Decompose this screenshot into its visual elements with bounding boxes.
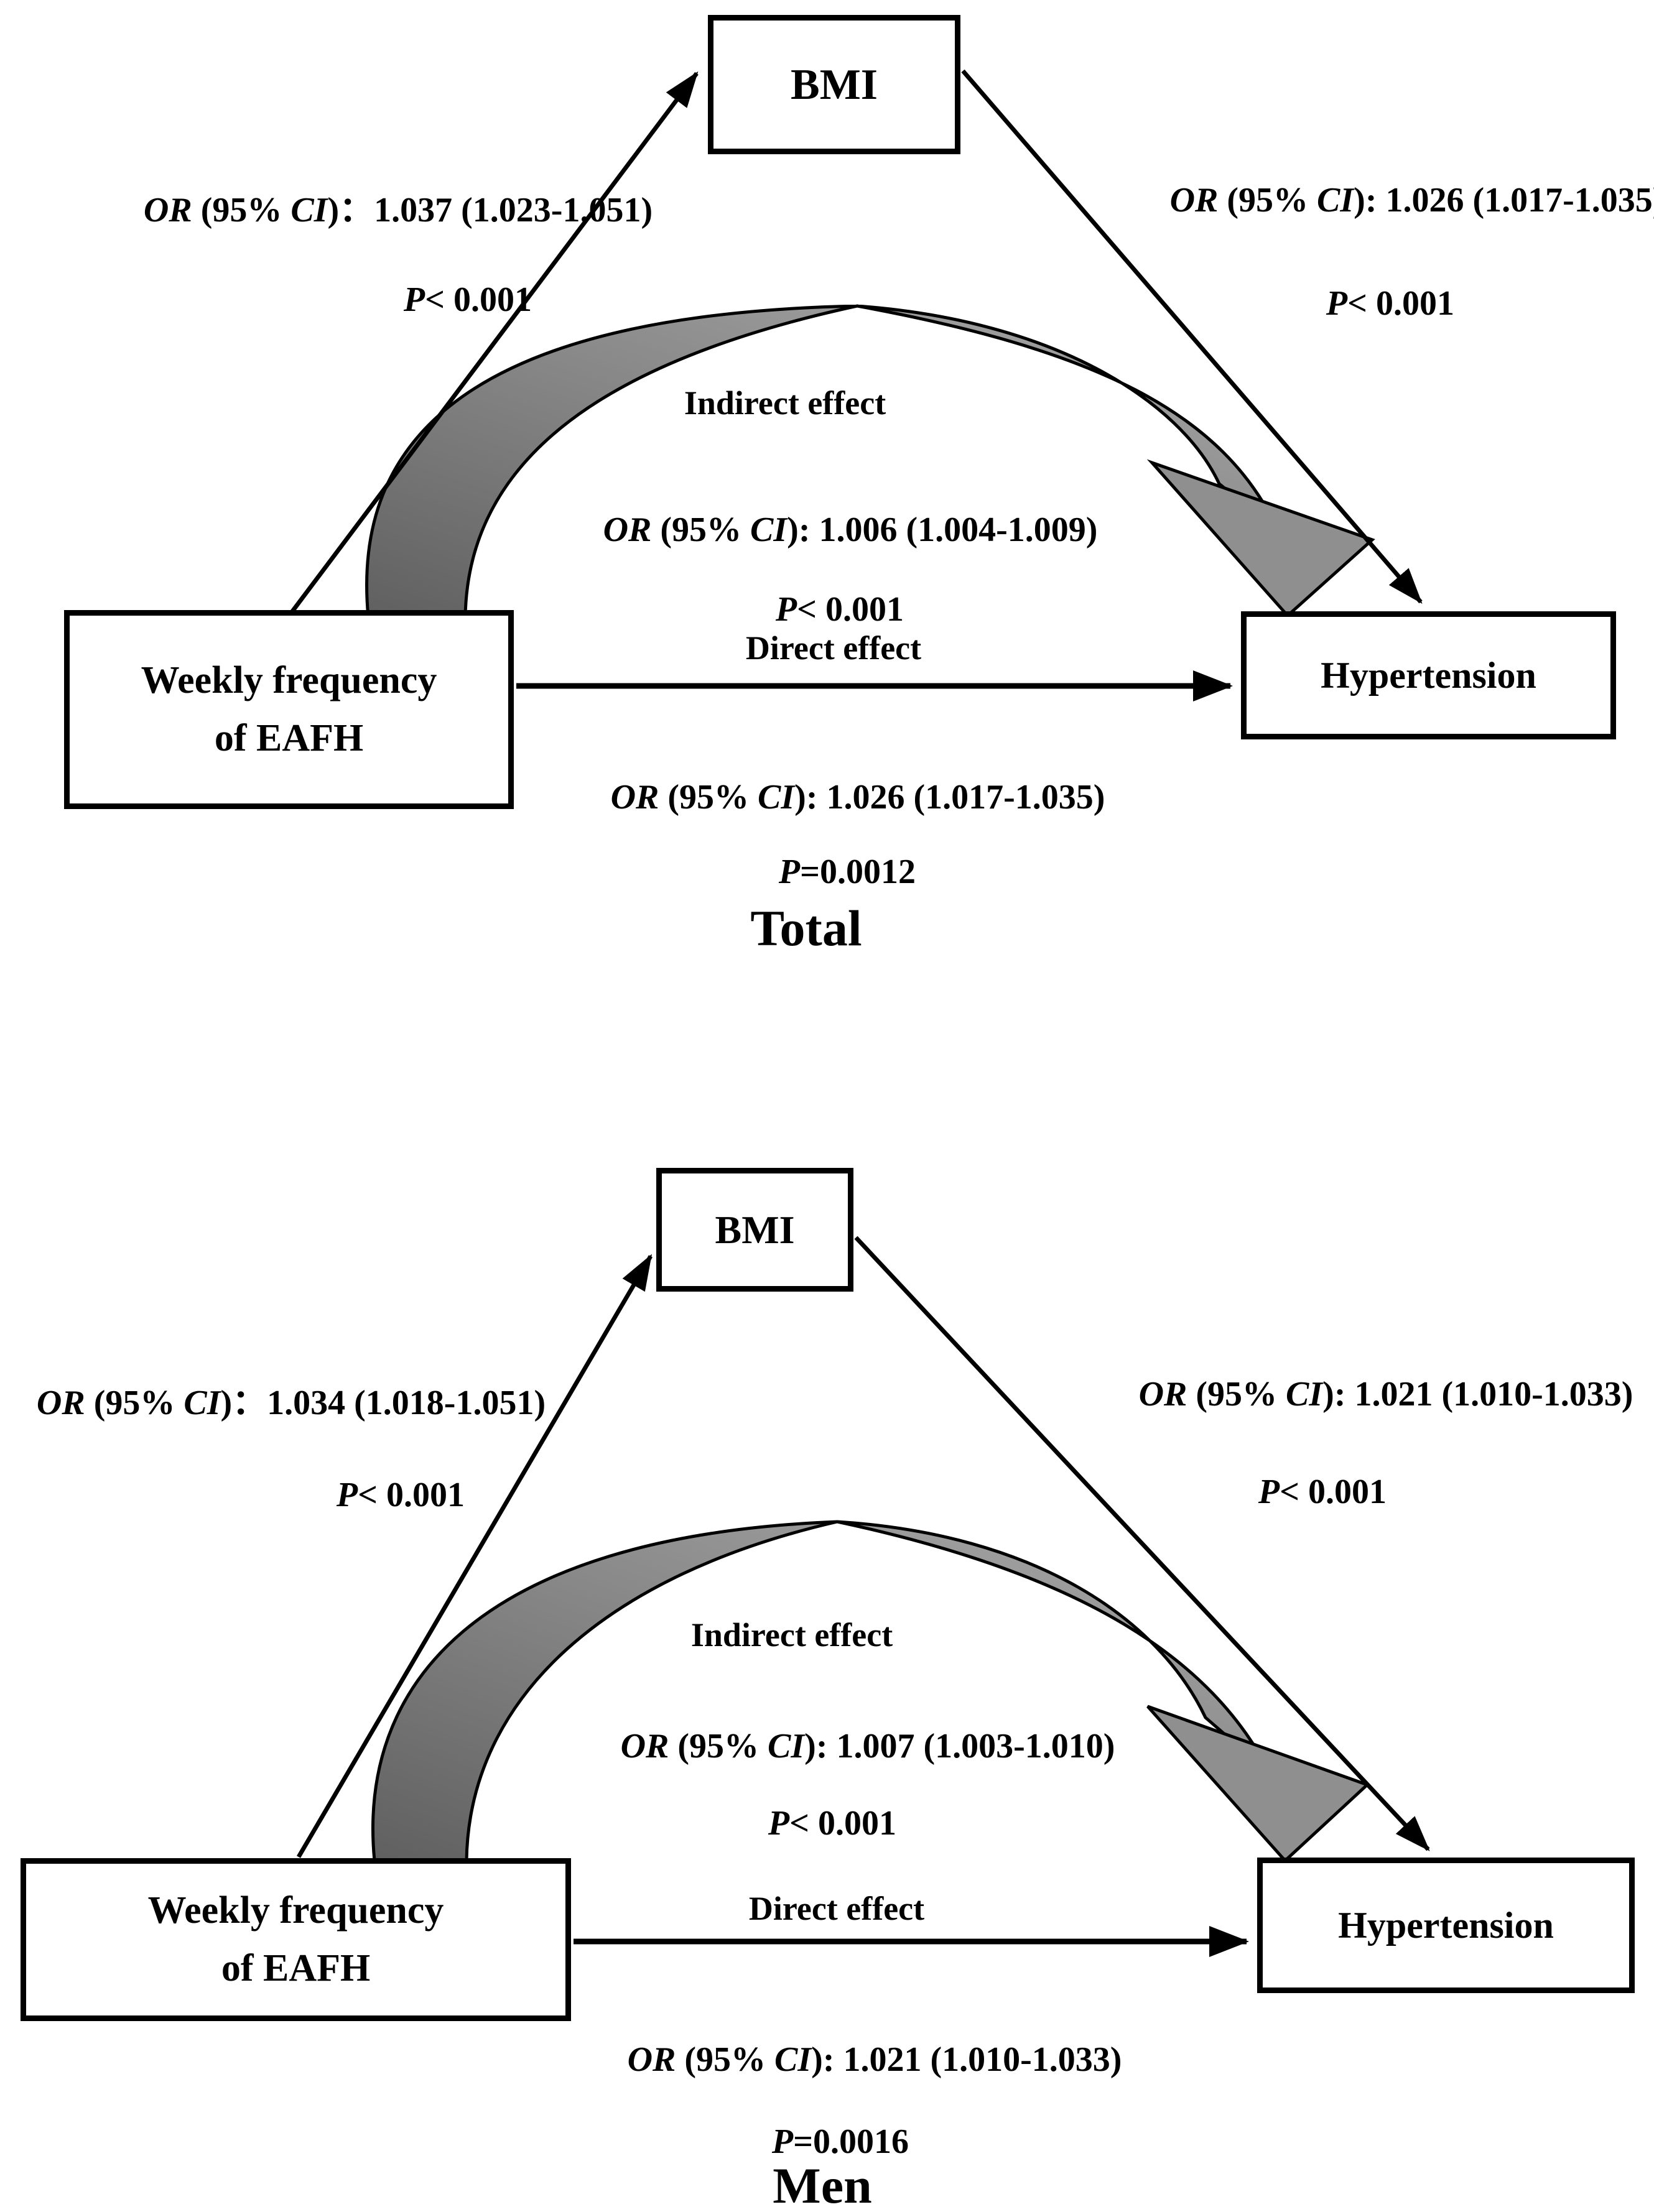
path-b-or-total: OR (95% CI): 1.026 (1.017-1.035) [1169, 181, 1654, 220]
exposure-box-total: Weekly frequency of EAFH [64, 610, 514, 809]
mediator-label: BMI [791, 60, 878, 109]
outcome-box-total: Hypertension [1241, 611, 1616, 739]
path-b-or-men: OR (95% CI): 1.021 (1.010-1.033) [1138, 1375, 1633, 1414]
panel-title-men: Men [773, 2157, 872, 2212]
indirect-p-total: P< 0.001 [775, 590, 904, 629]
direct-or-men: OR (95% CI): 1.021 (1.010-1.033) [627, 2040, 1122, 2079]
path-a-arrow-total [290, 71, 699, 613]
exposure-label-line2: of EAFH [221, 1947, 371, 1989]
indirect-or-total: OR (95% CI): 1.006 (1.004-1.009) [603, 511, 1098, 549]
path-b-arrow-total [961, 69, 1423, 604]
path-a-p-men: P< 0.001 [336, 1476, 465, 1514]
outcome-label: Hypertension [1321, 655, 1536, 696]
indirect-effect-label-men: Indirect effect [690, 1616, 893, 1654]
path-a-or-total: OR (95% CI)：1.037 (1.023-1.051) [143, 191, 653, 229]
path-a-arrow-men [296, 1254, 653, 1858]
direct-effect-label-men: Direct effect [748, 1890, 925, 1927]
indirect-effect-band-men [371, 1520, 1272, 1863]
panel-title-total: Total [750, 900, 862, 956]
indirect-effect-band-total [365, 304, 1281, 619]
direct-or-total: OR (95% CI): 1.026 (1.017-1.035) [610, 778, 1105, 817]
indirect-effect-arrowhead-men [1146, 1705, 1370, 1863]
outcome-box-men: Hypertension [1257, 1858, 1635, 1993]
exposure-label-line1: Weekly frequency [141, 659, 437, 701]
indirect-effect-arrowhead-total [1146, 459, 1375, 618]
path-b-p-men: P< 0.001 [1258, 1473, 1387, 1511]
mediator-label: BMI [715, 1207, 795, 1252]
direct-p-total: P=0.0012 [778, 853, 916, 891]
exposure-label-line1: Weekly frequency [147, 1889, 444, 1932]
mediator-box-men: BMI [656, 1168, 853, 1292]
indirect-or-men: OR (95% CI): 1.007 (1.003-1.010) [620, 1727, 1115, 1765]
path-a-or-men: OR (95% CI)：1.034 (1.018-1.051) [36, 1384, 546, 1422]
indirect-p-men: P< 0.001 [768, 1804, 897, 1843]
direct-effect-label-total: Direct effect [745, 629, 922, 667]
indirect-effect-label-total: Indirect effect [684, 384, 886, 422]
path-b-p-total: P< 0.001 [1326, 284, 1455, 323]
exposure-box-men: Weekly frequency of EAFH [21, 1858, 571, 2021]
mediator-box-total: BMI [708, 15, 960, 154]
exposure-label-line2: of EAFH [214, 717, 364, 759]
outcome-label: Hypertension [1338, 1905, 1554, 1946]
path-b-arrow-men [854, 1236, 1430, 1851]
direct-p-men: P=0.0016 [771, 2122, 909, 2161]
path-a-p-total: P< 0.001 [403, 280, 532, 319]
